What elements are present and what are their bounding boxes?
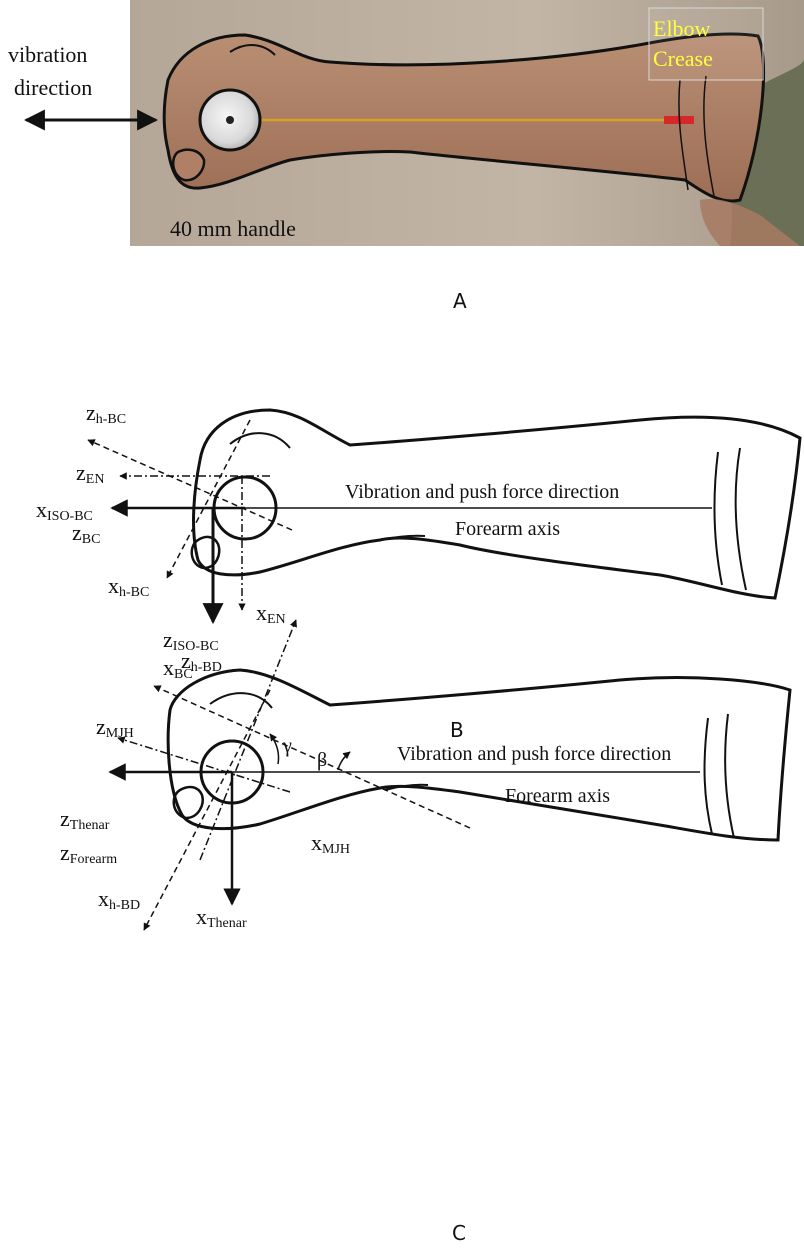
panel-c: Vibration and push force direction Forea… xyxy=(60,620,790,1245)
panel-a: Elbow Crease vibration direction 40 mm h… xyxy=(8,0,804,313)
panel-b-letter: B xyxy=(450,718,464,742)
label-x-mjh: xMJH xyxy=(311,830,350,857)
elbow-label-line-1: Elbow xyxy=(653,16,711,41)
gamma-arc xyxy=(270,734,279,764)
x-h-bd-axis xyxy=(144,690,270,930)
beta-arc xyxy=(338,752,350,770)
label-z-bc: zBC xyxy=(72,520,100,547)
elbow-crease-b-1 xyxy=(715,452,722,585)
vibration-push-label-c: Vibration and push force direction xyxy=(397,743,671,765)
x-mjh-axis xyxy=(200,620,296,860)
label-x-iso-bc: xISO-BC xyxy=(36,497,93,524)
beta-label: β xyxy=(317,749,327,771)
handle-label: 40 mm handle xyxy=(170,216,296,241)
thumb-photo xyxy=(173,150,204,181)
forearm-axis-label-b: Forearm axis xyxy=(455,518,560,540)
forearm-axis-label-c: Forearm axis xyxy=(505,785,610,807)
label-x-thenar: xThenar xyxy=(196,904,247,931)
handle-center xyxy=(226,116,234,124)
knuckle-line-c xyxy=(210,693,272,708)
label-z-iso-bc: zISO-BC xyxy=(163,627,219,654)
gamma-label: γ xyxy=(282,735,292,757)
elbow-label-line-2: Crease xyxy=(653,46,713,71)
panel-a-letter: A xyxy=(453,289,467,313)
elbow-crease-c-1 xyxy=(705,718,712,834)
vibration-label-line-2: direction xyxy=(14,75,92,100)
label-z-en: zEN xyxy=(76,460,104,487)
z-h-bc-axis xyxy=(88,440,292,530)
elbow-crease-c-2 xyxy=(725,714,734,838)
label-z-forearm: zForearm xyxy=(60,840,117,867)
label-x-h-bd: xh-BD xyxy=(98,886,140,913)
vibration-push-label-b: Vibration and push force direction xyxy=(345,481,619,503)
elbow-crease-b-2 xyxy=(736,448,746,590)
label-z-thenar: zThenar xyxy=(60,806,110,833)
label-x-h-bc: xh-BC xyxy=(108,573,149,600)
arm-outline-b xyxy=(194,410,800,598)
label-z-h-bc: zh-BC xyxy=(86,400,126,427)
label-x-en: xEN xyxy=(256,600,286,627)
panel-c-letter: C xyxy=(452,1221,466,1245)
x-h-bc-axis xyxy=(167,420,250,578)
vibration-label-line-1: vibration xyxy=(8,42,87,67)
label-z-mjh: zMJH xyxy=(96,714,134,741)
panel-b: Vibration and push force direction Forea… xyxy=(36,400,800,742)
